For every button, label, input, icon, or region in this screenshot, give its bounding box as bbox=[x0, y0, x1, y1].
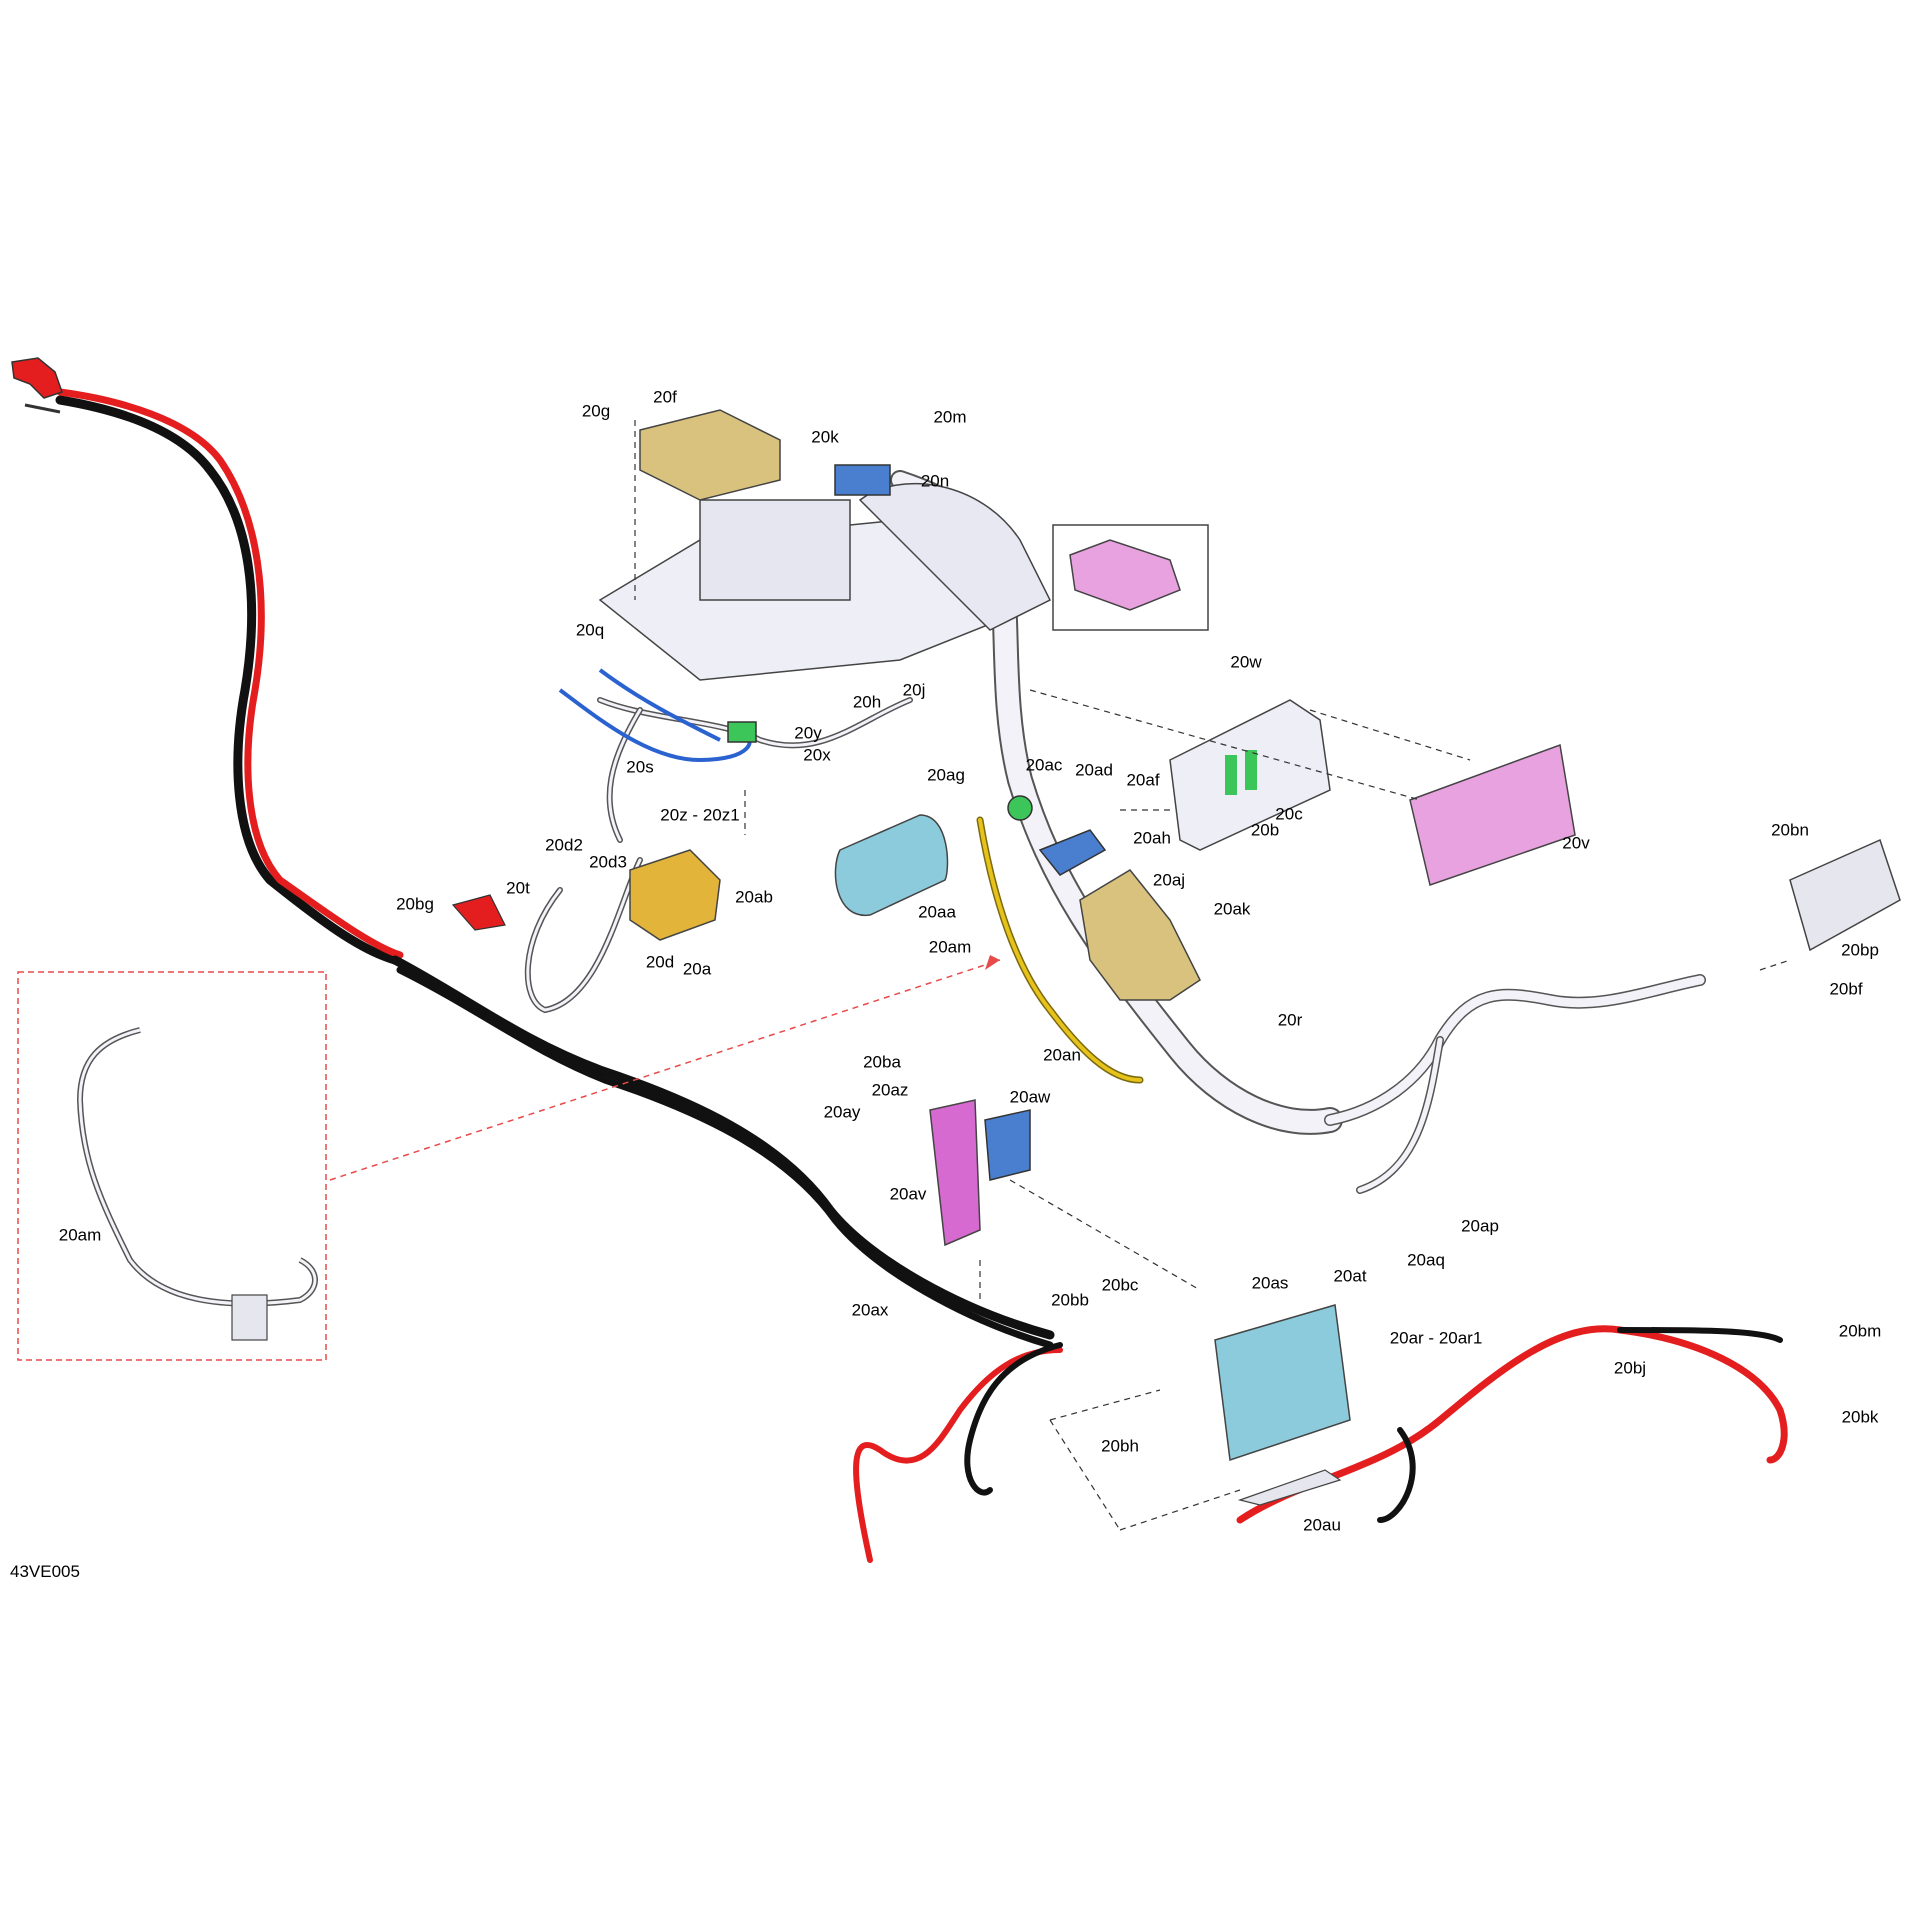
main-battery-harness bbox=[55, 388, 1055, 1349]
regulator-20bn bbox=[1789, 838, 1901, 952]
callout-20as: 20as bbox=[1251, 1273, 1289, 1293]
callout-20aa: 20aa bbox=[918, 902, 956, 922]
callout-20bf: 20bf bbox=[1829, 979, 1863, 999]
callout-20aq: 20aq bbox=[1407, 1250, 1445, 1270]
callout-20bm: 20bm bbox=[1838, 1321, 1882, 1341]
ecu-module-20f bbox=[639, 409, 781, 501]
callout-20bc: 20bc bbox=[1101, 1275, 1139, 1295]
callout-20y: 20y bbox=[794, 723, 822, 743]
callout-20m: 20m bbox=[933, 407, 967, 427]
battery-20ar bbox=[1214, 1304, 1351, 1462]
callout-20a: 20a bbox=[682, 959, 712, 979]
callout-20bk: 20bk bbox=[1841, 1407, 1879, 1427]
housing-20d bbox=[629, 849, 721, 941]
callout-20bp: 20bp bbox=[1841, 940, 1879, 960]
callout-20am-inset: 20am bbox=[58, 1225, 102, 1245]
switch-20ah bbox=[1038, 829, 1107, 876]
callout-20n: 20n bbox=[920, 471, 950, 491]
callout-20aj: 20aj bbox=[1152, 870, 1186, 890]
callout-20k: 20k bbox=[811, 427, 839, 447]
callout-20q: 20q bbox=[575, 620, 605, 640]
callout-20ag: 20ag bbox=[927, 765, 965, 785]
callout-20au: 20au bbox=[1303, 1515, 1341, 1535]
callout-20av: 20av bbox=[889, 1184, 927, 1204]
inset-link-line bbox=[329, 955, 1001, 1181]
connector-20y bbox=[727, 721, 757, 743]
callout-20d: 20d bbox=[645, 952, 675, 972]
callout-20h: 20h bbox=[852, 692, 882, 712]
callout-20x: 20x bbox=[803, 745, 831, 765]
callout-20ak: 20ak bbox=[1213, 899, 1251, 919]
callout-20ax: 20ax bbox=[851, 1300, 889, 1320]
callout-20d3: 20d3 bbox=[589, 852, 627, 872]
callout-20ac: 20ac bbox=[1025, 755, 1063, 775]
callout-20r: 20r bbox=[1277, 1010, 1303, 1030]
battery-cable-20bj bbox=[1236, 1325, 1788, 1524]
connector-20ag bbox=[1007, 795, 1033, 821]
callout-20j: 20j bbox=[902, 680, 926, 700]
callout-20g: 20g bbox=[581, 401, 611, 421]
callout-20f: 20f bbox=[653, 387, 677, 407]
callout-20bb: 20bb bbox=[1051, 1290, 1089, 1310]
display-screen-20v bbox=[1409, 743, 1576, 886]
clip-20bg bbox=[451, 894, 506, 931]
callout-20v: 20v bbox=[1562, 833, 1590, 853]
callout-20ap: 20ap bbox=[1461, 1216, 1499, 1236]
callout-20ah: 20ah bbox=[1133, 828, 1171, 848]
callout-20bn: 20bn bbox=[1771, 820, 1809, 840]
callout-20az: 20az bbox=[871, 1080, 909, 1100]
callout-20ad: 20ad bbox=[1075, 760, 1113, 780]
fuse-box-assembly bbox=[598, 482, 1052, 681]
yellow-harness-20am bbox=[976, 816, 1144, 1084]
blue-sub-harness bbox=[558, 668, 752, 763]
exploded-view-leader-lines bbox=[634, 420, 1791, 1531]
callout-20an: 20an bbox=[1043, 1045, 1081, 1065]
callout-20t: 20t bbox=[506, 878, 530, 898]
callout-20d2: 20d2 bbox=[545, 835, 583, 855]
callout-20b: 20b bbox=[1250, 820, 1280, 840]
switch-panel-20c bbox=[1169, 699, 1331, 851]
relay-20k bbox=[834, 464, 891, 496]
bracket-20av bbox=[929, 1099, 981, 1247]
callout-20bg: 20bg bbox=[396, 894, 434, 914]
callout-20af: 20af bbox=[1126, 770, 1160, 790]
callout-20bh: 20bh bbox=[1101, 1436, 1139, 1456]
callout-20ba: 20ba bbox=[863, 1052, 901, 1072]
callout-20ar-20ar1: 20ar - 20ar1 bbox=[1389, 1328, 1483, 1348]
callout-20w: 20w bbox=[1230, 652, 1262, 672]
document-code: 43VE005 bbox=[10, 1562, 80, 1581]
callout-20bj: 20bj bbox=[1613, 1358, 1647, 1378]
callout-20c: 20c bbox=[1275, 804, 1303, 824]
inset-clip-20n bbox=[1052, 524, 1209, 631]
callout-20ab: 20ab bbox=[735, 887, 773, 907]
callout-20z-20z1: 20z - 20z1 bbox=[660, 805, 740, 825]
callout-20am-main: 20am bbox=[928, 937, 972, 957]
lower-left-cable bbox=[853, 1342, 1063, 1563]
callout-20at: 20at bbox=[1333, 1266, 1367, 1286]
callout-20aw: 20aw bbox=[1009, 1087, 1051, 1107]
callout-20ay: 20ay bbox=[823, 1102, 861, 1122]
callout-20s: 20s bbox=[626, 757, 654, 777]
shifter-20aj bbox=[1079, 869, 1201, 1001]
module-20aa bbox=[834, 814, 949, 916]
inset-harness-20am bbox=[17, 971, 327, 1361]
bracket-20aw bbox=[984, 1109, 1031, 1181]
positive-terminal-connector bbox=[11, 357, 63, 414]
battery-pad-20au bbox=[1237, 1469, 1342, 1506]
